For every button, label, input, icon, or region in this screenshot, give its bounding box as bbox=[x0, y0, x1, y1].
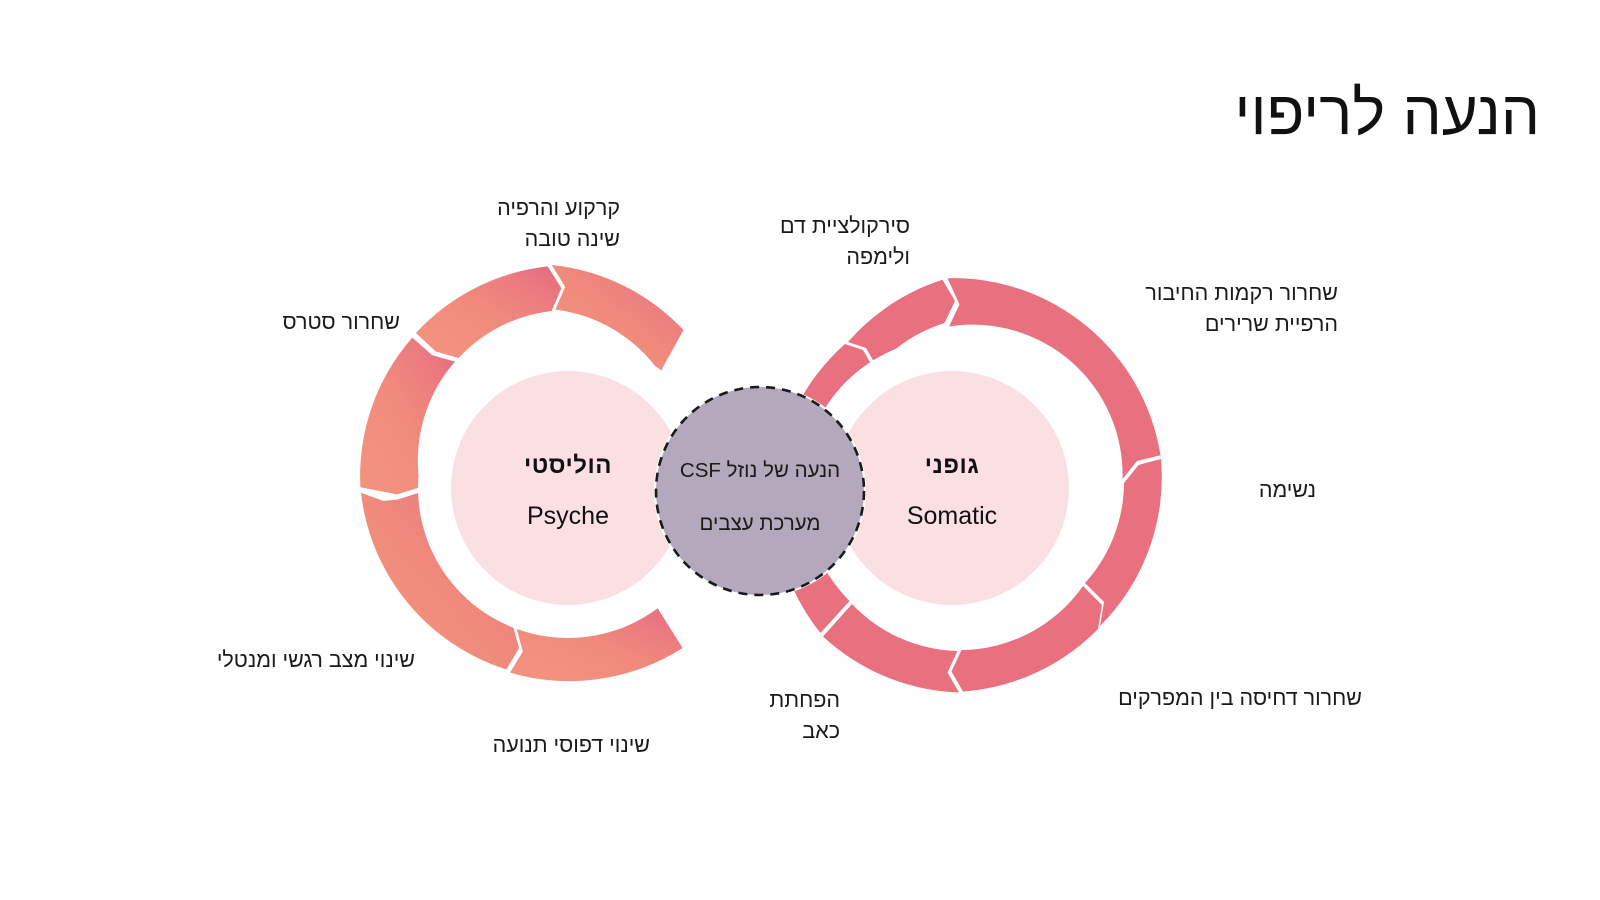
label-movement-patterns: שינוי דפוסי תנועה bbox=[492, 733, 650, 757]
right-segment-connective-tissue[interactable] bbox=[947, 278, 1161, 479]
label-joint-decompression: שחרור דחיסה בין המפרקים bbox=[1118, 686, 1362, 710]
left-segment-stress-release[interactable] bbox=[415, 266, 562, 358]
right-core-text: גופני Somatic bbox=[852, 452, 1052, 531]
center-node-line1: הנעה של נוזל CSF bbox=[679, 459, 841, 482]
right-segment-pain-reduction[interactable] bbox=[823, 604, 959, 693]
label-pain-reduction: הפחתת כאב bbox=[769, 688, 840, 743]
right-core-hebrew: גופני bbox=[924, 452, 980, 479]
right-core-english: Somatic bbox=[906, 502, 998, 530]
label-grounding-relaxation: קרקוע והרפיה שינה טובה bbox=[497, 196, 620, 251]
left-donut-ring bbox=[360, 265, 684, 682]
label-stress-release: שחרור סטרס bbox=[282, 310, 400, 334]
left-segment-emotional[interactable] bbox=[361, 492, 519, 670]
center-node-text: הנעה של נוזל CSF מערכת עצבים bbox=[645, 459, 875, 535]
left-inner-disc bbox=[451, 371, 685, 605]
right-segment-breathing[interactable] bbox=[1085, 459, 1162, 626]
left-core-text: הוליסטי Psyche bbox=[468, 452, 668, 531]
right-segment-circulation[interactable] bbox=[848, 279, 955, 367]
label-breathing: נשימה bbox=[1258, 478, 1316, 502]
left-core-english: Psyche bbox=[527, 502, 609, 530]
label-connective-tissue-release: שחרור רקמות החיבור הרפיית שרירים bbox=[1145, 281, 1338, 336]
right-segment-joint-decompression[interactable] bbox=[951, 586, 1103, 692]
left-segment-grounding[interactable] bbox=[360, 337, 455, 495]
center-node-circle[interactable] bbox=[654, 385, 866, 597]
label-blood-lymph-circulation: סירקולציית דם ולימפה bbox=[780, 214, 910, 269]
left-core-hebrew: הוליסטי bbox=[524, 452, 612, 479]
label-emotional-mental-shift: שינוי מצב רגשי ומנטלי bbox=[216, 648, 415, 672]
left-segment-movement[interactable] bbox=[510, 607, 683, 682]
right-inner-disc bbox=[835, 371, 1069, 605]
center-node-line2: מערכת עצבים bbox=[699, 511, 821, 535]
left-segment-upper-right[interactable] bbox=[551, 265, 684, 373]
page-title: הנעה לריפוי bbox=[1234, 79, 1540, 148]
